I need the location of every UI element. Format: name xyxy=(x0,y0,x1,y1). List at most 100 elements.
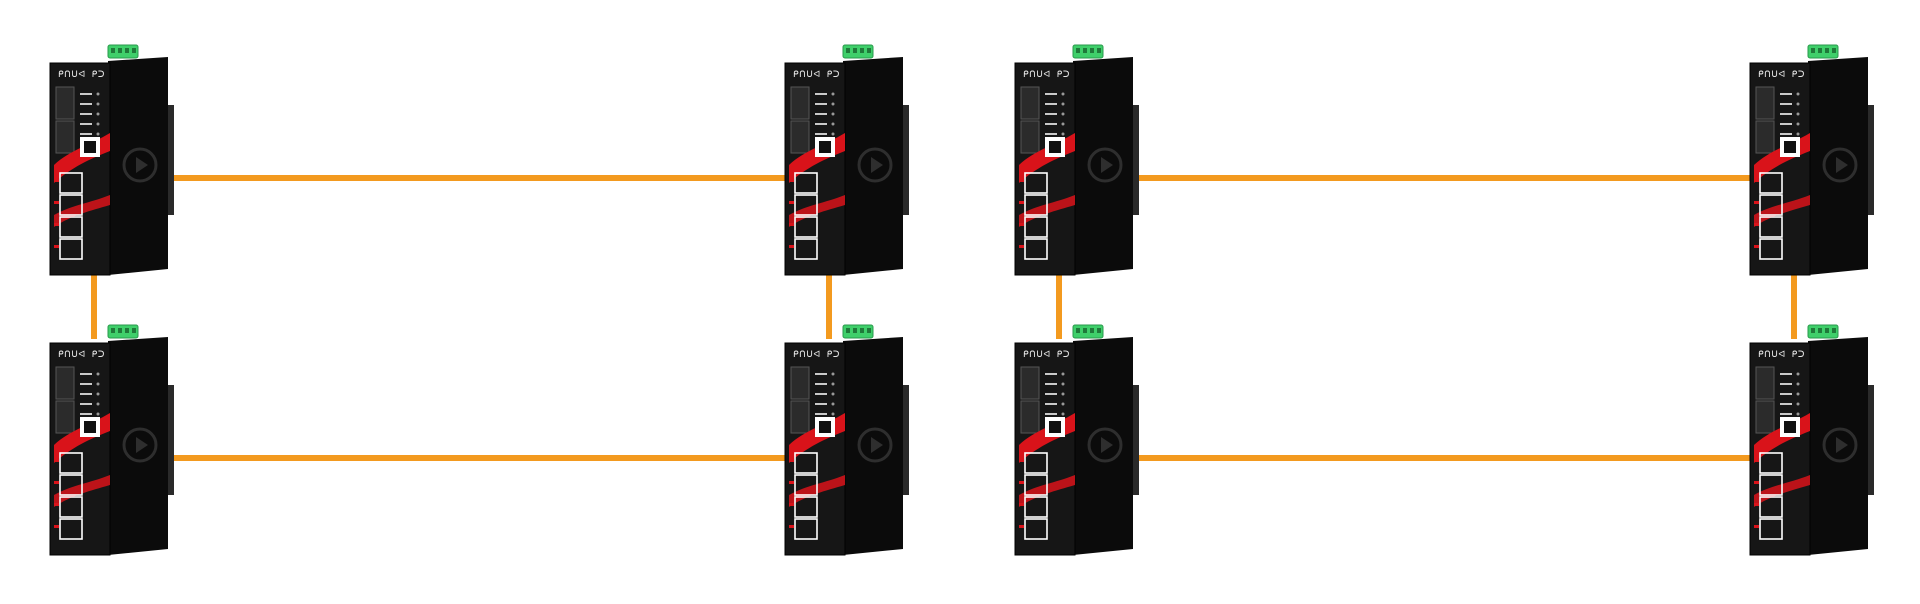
sfp-port xyxy=(1755,120,1775,154)
port-led xyxy=(789,459,794,462)
sfp-port xyxy=(55,400,75,434)
terminal-screw xyxy=(1811,48,1815,53)
status-led xyxy=(1796,382,1800,386)
ethernet-port xyxy=(1024,194,1048,216)
status-led-label xyxy=(815,393,827,395)
ethernet-port xyxy=(1024,216,1048,238)
status-led xyxy=(1796,112,1800,116)
port-led xyxy=(1019,179,1024,182)
terminal-screw xyxy=(1825,328,1829,333)
din-rail-clip xyxy=(166,385,174,495)
status-led xyxy=(831,92,835,96)
status-led xyxy=(1061,102,1065,106)
fiber-links xyxy=(91,175,1797,461)
port-led xyxy=(789,223,794,226)
status-led-label xyxy=(1780,413,1792,415)
port-led xyxy=(789,481,794,484)
brand-logo-arrow xyxy=(871,437,883,453)
port-led xyxy=(1019,503,1024,506)
sfp-port xyxy=(790,400,810,434)
status-led xyxy=(96,392,100,396)
sfp-port xyxy=(1755,366,1775,400)
switch-sw-bottom-3: ᑭᑎᑌᐊ ᑭᑐ xyxy=(1014,324,1139,556)
port-led xyxy=(789,201,794,204)
status-led xyxy=(1061,392,1065,396)
ethernet-port xyxy=(794,496,818,518)
din-rail-clip xyxy=(1131,105,1139,215)
terminal-screw xyxy=(1825,48,1829,53)
status-led-label xyxy=(1045,103,1057,105)
brand-logo-icon xyxy=(122,147,158,183)
terminal-screw xyxy=(1832,328,1836,333)
device-brand-label: ᑭᑎᑌᐊ ᑭᑐ xyxy=(793,350,840,360)
status-led-label xyxy=(80,123,92,125)
status-led-label xyxy=(1045,403,1057,405)
ethernet-port xyxy=(1759,194,1783,216)
console-port-socket xyxy=(1784,421,1796,433)
sfp-port xyxy=(1755,400,1775,434)
terminal-screw xyxy=(1818,48,1822,53)
ethernet-port xyxy=(1024,496,1048,518)
terminal-screw xyxy=(853,48,857,53)
ethernet-port xyxy=(1024,172,1048,194)
terminal-screw xyxy=(118,328,122,333)
ethernet-port xyxy=(59,172,83,194)
terminal-block xyxy=(1072,324,1104,339)
ethernet-port xyxy=(1759,172,1783,194)
status-led-label xyxy=(80,93,92,95)
status-led-label xyxy=(80,113,92,115)
terminal-screw xyxy=(125,328,129,333)
device-brand-label: ᑭᑎᑌᐊ ᑭᑐ xyxy=(793,70,840,80)
port-led xyxy=(1754,245,1759,248)
status-led xyxy=(1796,132,1800,136)
status-led-label xyxy=(815,113,827,115)
status-led xyxy=(1061,372,1065,376)
port-led xyxy=(1754,179,1759,182)
port-led xyxy=(1019,459,1024,462)
status-led-label xyxy=(815,133,827,135)
ethernet-port xyxy=(59,452,83,474)
terminal-screw xyxy=(111,48,115,53)
sfp-port xyxy=(55,86,75,120)
terminal-screw xyxy=(1083,48,1087,53)
status-led xyxy=(831,372,835,376)
port-led xyxy=(54,481,59,484)
terminal-screw xyxy=(132,48,136,53)
status-led xyxy=(1796,102,1800,106)
status-led xyxy=(831,112,835,116)
ethernet-port xyxy=(59,474,83,496)
status-led xyxy=(1796,412,1800,416)
brand-logo-icon xyxy=(857,147,893,183)
status-led-label xyxy=(1045,413,1057,415)
port-led xyxy=(1019,245,1024,248)
status-led xyxy=(1061,112,1065,116)
terminal-screw xyxy=(1097,328,1101,333)
status-led xyxy=(96,112,100,116)
status-led-label xyxy=(1045,383,1057,385)
status-led-label xyxy=(1780,403,1792,405)
status-led-label xyxy=(1780,113,1792,115)
status-led xyxy=(831,122,835,126)
terminal-screw xyxy=(118,48,122,53)
ethernet-port xyxy=(1759,452,1783,474)
status-led-label xyxy=(1780,93,1792,95)
brand-logo-arrow xyxy=(1836,157,1848,173)
port-led xyxy=(1754,201,1759,204)
switch-sw-bottom-2: ᑭᑎᑌᐊ ᑭᑐ xyxy=(784,324,909,556)
brand-logo-icon xyxy=(1822,147,1858,183)
switch-sw-top-2: ᑭᑎᑌᐊ ᑭᑐ xyxy=(784,44,909,276)
console-port-socket xyxy=(1049,421,1061,433)
port-led xyxy=(1019,525,1024,528)
sfp-port xyxy=(1755,86,1775,120)
terminal-screw xyxy=(1076,48,1080,53)
status-led-label xyxy=(1045,113,1057,115)
status-led xyxy=(96,382,100,386)
status-led-label xyxy=(1045,123,1057,125)
status-led xyxy=(831,412,835,416)
status-led-label xyxy=(1780,383,1792,385)
status-led xyxy=(96,402,100,406)
status-led-label xyxy=(815,103,827,105)
brand-logo-arrow xyxy=(1836,437,1848,453)
